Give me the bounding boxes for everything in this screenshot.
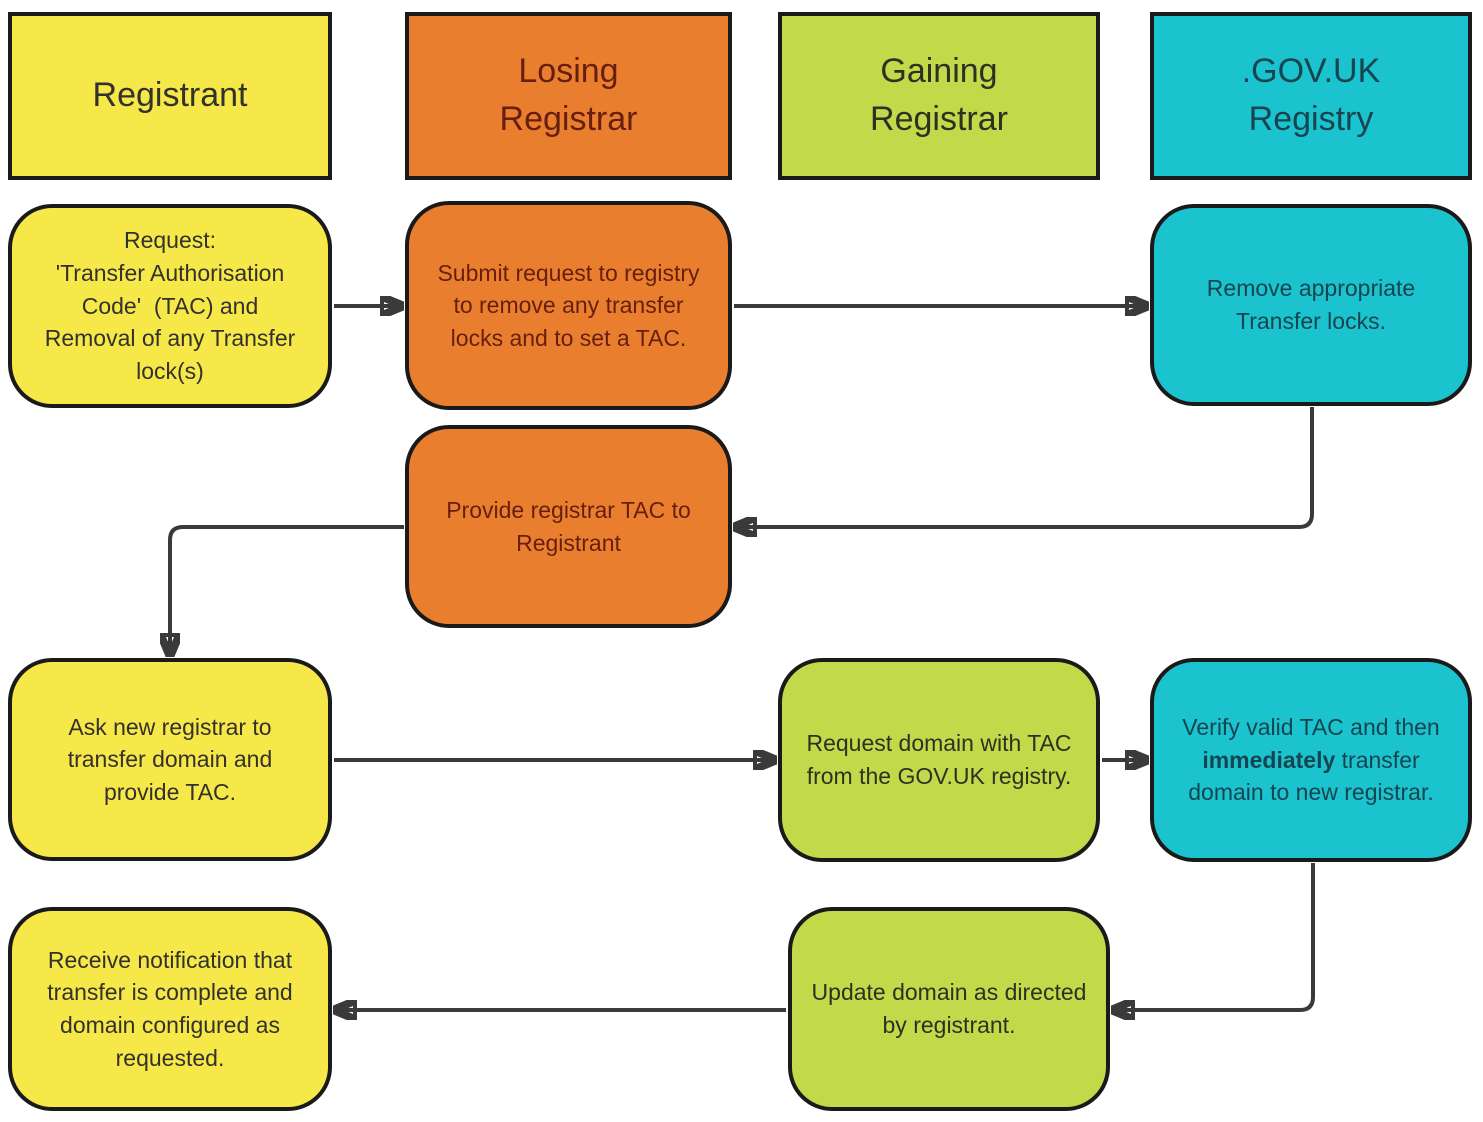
node-remove-locks: Remove appropriate Transfer locks. xyxy=(1150,204,1472,406)
header-gaining-registrar: Gaining Registrar xyxy=(778,12,1100,180)
header-losing-registrar-label: Losing Registrar xyxy=(499,52,638,138)
header-registrant: Registrant xyxy=(8,12,332,180)
node-request-domain-text: Request domain with TAC from the GOV.UK … xyxy=(806,730,1072,789)
header-govuk-registry: .GOV.UK Registry xyxy=(1150,12,1472,180)
arrow-remove-to-provide xyxy=(736,407,1314,527)
header-registrant-label: Registrant xyxy=(92,76,248,115)
node-submit-request-text: Submit request to registry to remove any… xyxy=(437,259,700,351)
arrow-verify-to-update xyxy=(1114,863,1315,1010)
header-gaining-registrar-label: Gaining Registrar xyxy=(870,52,1008,138)
node-receive-notification: Receive notification that transfer is co… xyxy=(8,907,332,1111)
arrow-provide-to-ask xyxy=(170,525,404,654)
header-govuk-registry-label: .GOV.UK Registry xyxy=(1241,52,1381,138)
node-submit-request: Submit request to registry to remove any… xyxy=(405,201,732,410)
node-provide-tac: Provide registrar TAC to Registrant xyxy=(405,425,732,628)
node-request-tac-text: Request: 'Transfer Authorisation Code' (… xyxy=(44,227,296,384)
node-receive-notification-text: Receive notification that transfer is co… xyxy=(47,946,293,1071)
verify-tac-bold-word: immediately xyxy=(1202,746,1336,773)
node-update-domain: Update domain as directed by registrant. xyxy=(788,907,1110,1111)
node-ask-new-registrar-text: Ask new registrar to transfer domain and… xyxy=(67,713,273,805)
header-losing-registrar: Losing Registrar xyxy=(405,12,732,180)
node-remove-locks-text: Remove appropriate Transfer locks. xyxy=(1206,275,1416,334)
node-request-domain: Request domain with TAC from the GOV.UK … xyxy=(778,658,1100,862)
node-provide-tac-text: Provide registrar TAC to Registrant xyxy=(446,496,691,556)
node-update-domain-text: Update domain as directed by registrant. xyxy=(811,979,1087,1038)
node-request-tac: Request: 'Transfer Authorisation Code' (… xyxy=(8,204,332,408)
node-ask-new-registrar: Ask new registrar to transfer domain and… xyxy=(8,658,332,861)
